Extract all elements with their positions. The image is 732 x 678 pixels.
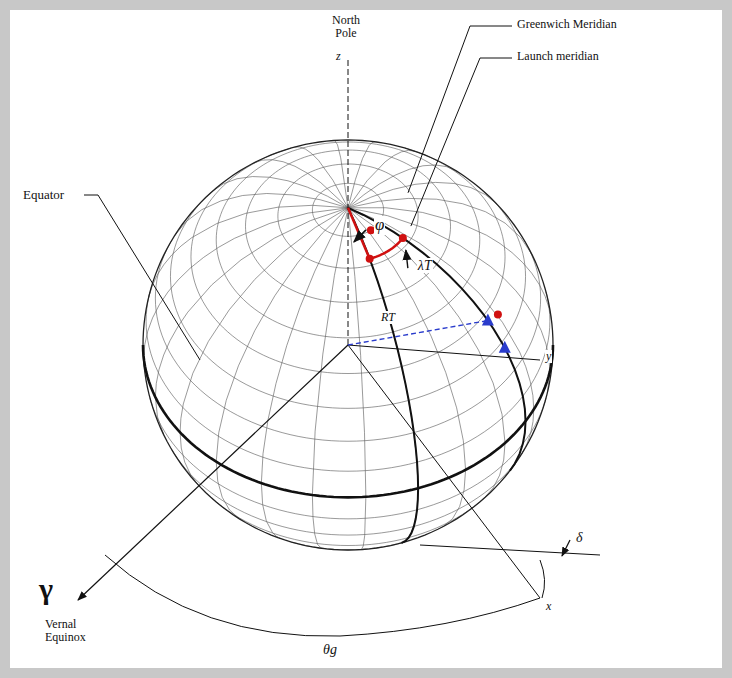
label: Equator [22,188,65,202]
label: φ [374,216,385,235]
leader-line [84,195,200,360]
leader-line [408,26,512,193]
label: λT [417,258,433,273]
blue-marker [482,314,494,326]
z-axis [348,60,349,345]
red-dot [366,255,374,263]
label: θg [322,642,338,657]
panel [10,10,722,668]
label: Greenwich Meridian [516,18,618,31]
label: z [335,50,342,63]
red-arc [370,238,403,259]
y-axis [348,345,540,360]
label: x [545,600,552,613]
label: γ [38,572,54,605]
delta-arrow [562,540,570,556]
equator-line [143,345,553,497]
x-axis [348,345,540,598]
phi-arrow [354,230,366,242]
delta-arc [540,560,545,598]
leader-line [411,58,512,226]
launch-meridian [348,208,526,471]
blue-marker [499,341,511,353]
label: Launch meridian [516,50,600,63]
red-line [348,208,370,259]
red-dot [494,311,502,319]
greenwich-meridian [348,208,418,543]
vernal-axis [78,345,348,600]
reference-line [420,545,600,555]
label: y [545,350,552,363]
radius-line [348,321,488,345]
label: Vernal Equinox [44,618,106,644]
label: δ [575,530,584,545]
sphere-outline [143,140,553,550]
sphere-fill [143,140,553,550]
theta-arc [105,555,540,636]
label: RT [380,311,396,324]
label: North Pole [322,14,370,40]
red-dot [399,234,407,242]
lambda-arrow [406,250,408,268]
